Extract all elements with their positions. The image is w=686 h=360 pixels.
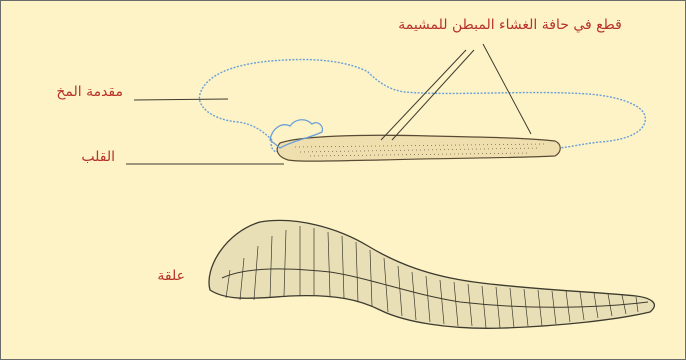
label-heart: القلب <box>70 149 115 165</box>
leader-cut-1 <box>381 50 466 140</box>
leader-forebrain <box>134 99 228 100</box>
leech-drawing <box>209 220 654 328</box>
label-membrane-cut: قطع في حافة الغشاء المبطن للمشيمة <box>385 17 635 33</box>
embryo-base <box>277 135 560 161</box>
leader-cut-3 <box>483 44 531 134</box>
label-forebrain: مقدمة المخ <box>48 84 123 100</box>
label-leech: علقة <box>140 268 185 284</box>
leader-cut-2 <box>392 50 474 140</box>
